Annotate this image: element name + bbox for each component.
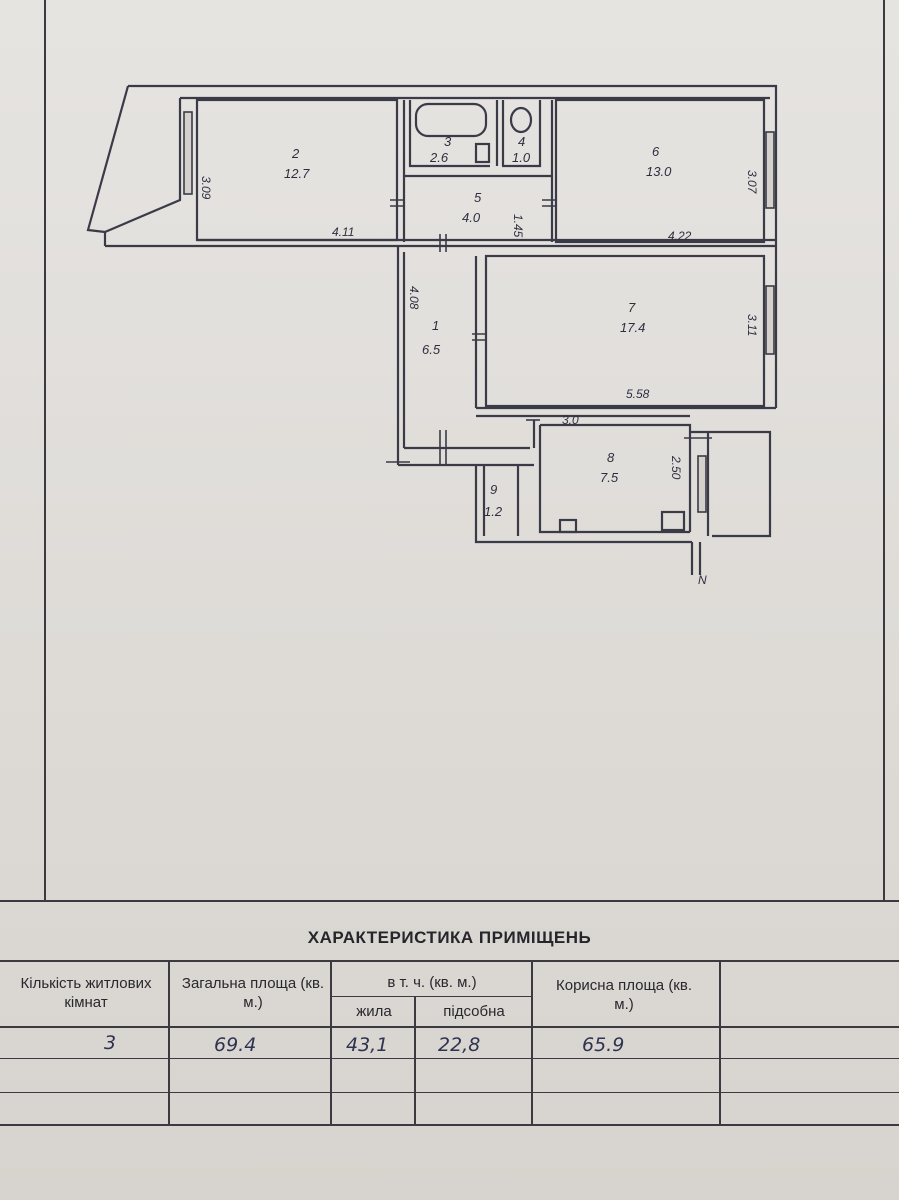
room-area: 1.0 [512,150,531,165]
dimension-labels: 3.09 4.11 1.45 3.07 4.22 4.08 3.11 5.58 … [199,170,759,587]
value-useful-area: 65.9 [582,1034,625,1056]
room-number: 5 [474,190,482,205]
dimension: 3.0 [562,413,579,427]
dimension: 3.11 [745,314,759,336]
room-number: 9 [490,482,497,497]
room-area: 13.0 [646,164,672,179]
dimension: 3.09 [199,176,213,200]
room-number: 8 [607,450,615,465]
dimension: 4.11 [332,225,354,239]
row-divider [0,1092,899,1093]
value-rooms-count: 3 [104,1032,117,1054]
table-bottom-border [0,1124,899,1126]
value-auxiliary: 22,8 [438,1034,481,1056]
dimension: 1.45 [511,214,525,238]
floor-plan: 2 12.7 3 2.6 4 1.0 5 4.0 6 13.0 1 6.5 7 … [86,84,778,587]
characteristics-table: ХАРАКТЕРИСТИКА ПРИМІЩЕНЬ Кількість житло… [0,898,899,1200]
header-auxiliary: підсобна [443,1003,505,1020]
room-area: 4.0 [462,210,481,225]
header-useful-area: Корисна площа (кв. м.) [555,977,693,1013]
value-total-area: 69.4 [214,1034,257,1056]
table-top-border [0,900,899,902]
column-divider [330,960,332,1126]
dimension: 2.50 [669,455,683,480]
column-divider [531,960,533,1126]
table-header-border [0,960,899,962]
room-area: 12.7 [284,166,310,181]
row-divider [0,1026,899,1028]
frame-border-right [883,0,885,900]
column-divider [414,996,416,1126]
header-total-area: Загальна площа (кв. м.) [181,975,325,1011]
dimension: 4.08 [407,286,421,310]
north-mark: N [698,573,707,587]
room-area: 1.2 [484,504,503,519]
room-number: 2 [291,146,300,161]
dimension: 4.22 [668,229,692,243]
room-area: 2.6 [429,150,449,165]
frame-border-left [44,0,46,900]
room-number: 3 [444,134,452,149]
table-title: ХАРАКТЕРИСТИКА ПРИМІЩЕНЬ [307,928,592,947]
room-area: 6.5 [422,342,441,357]
header-incl: в т. ч. (кв. м.) [387,974,477,991]
row-divider [0,1058,899,1059]
room-area: 7.5 [600,470,619,485]
column-divider [719,960,721,1126]
room-labels: 2 12.7 3 2.6 4 1.0 5 4.0 6 13.0 1 6.5 7 … [284,134,672,519]
header-rooms-count: Кількість житлових кімнат [20,975,152,1011]
dimension: 3.07 [745,170,759,195]
header-living: жила [356,1003,392,1020]
room-area: 17.4 [620,320,645,335]
room-number: 7 [628,300,636,315]
value-living: 43,1 [346,1034,389,1056]
column-divider [168,960,170,1126]
dimension: 5.58 [626,387,650,401]
room-number: 6 [652,144,660,159]
subheader-divider [332,996,531,997]
room-number: 1 [432,318,439,333]
room-number: 4 [518,134,525,149]
